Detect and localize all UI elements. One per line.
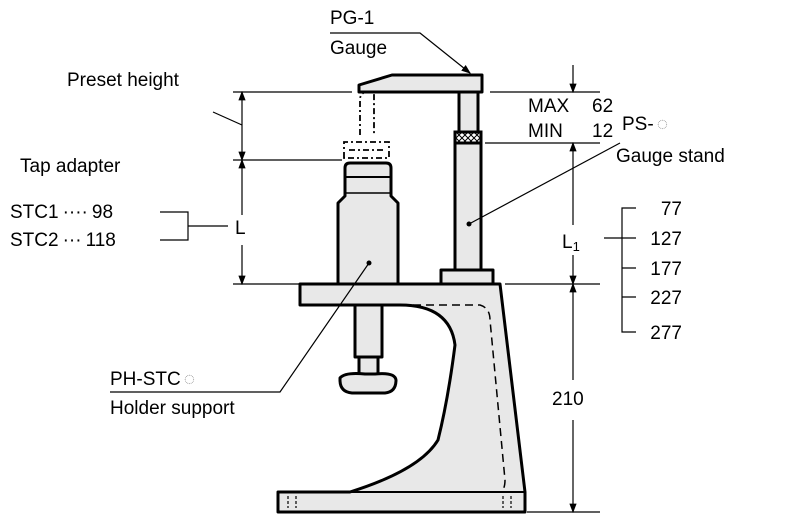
tap-adapter-label: Tap adapter [20, 156, 121, 177]
l1-value: 127 [650, 229, 682, 250]
max-label: MAX [528, 96, 570, 117]
leader-lines [110, 32, 621, 393]
l1-value: 277 [650, 323, 682, 344]
max-value: 62 [592, 96, 613, 117]
gauge-stand-model: PS-◌ [622, 114, 668, 135]
holder-support-model: PH-STC◌ [110, 369, 195, 390]
base-frame [276, 282, 527, 514]
gauge-model-label: PG-1 [330, 8, 374, 29]
right-dimensions [485, 65, 636, 514]
holder-support-name: Holder support [110, 398, 235, 419]
l1-value: 177 [650, 259, 682, 280]
l-dimension-label: L [235, 218, 246, 239]
stc1-row: STC1····98 [10, 202, 113, 223]
preset-height-label: Preset height [67, 70, 180, 91]
holder-support [338, 303, 398, 395]
left-dimensions [212, 90, 352, 286]
gauge-stand-name: Gauge stand [616, 146, 725, 167]
gauge-stand [439, 90, 495, 286]
l1-value: 227 [650, 288, 682, 309]
l1-value: 77 [661, 199, 682, 220]
gauge-arm [357, 73, 484, 94]
stc2-row: STC2···118 [10, 230, 116, 251]
l1-label: L1 [562, 232, 580, 254]
min-value: 12 [592, 121, 613, 142]
min-label: MIN [528, 121, 563, 142]
tap-adapter [336, 161, 400, 286]
l1-values: 77 127 177 227 277 [650, 199, 682, 344]
preset-position-outline [343, 91, 390, 159]
gauge-name-label: Gauge [330, 38, 387, 59]
base-height-label: 210 [552, 389, 584, 410]
